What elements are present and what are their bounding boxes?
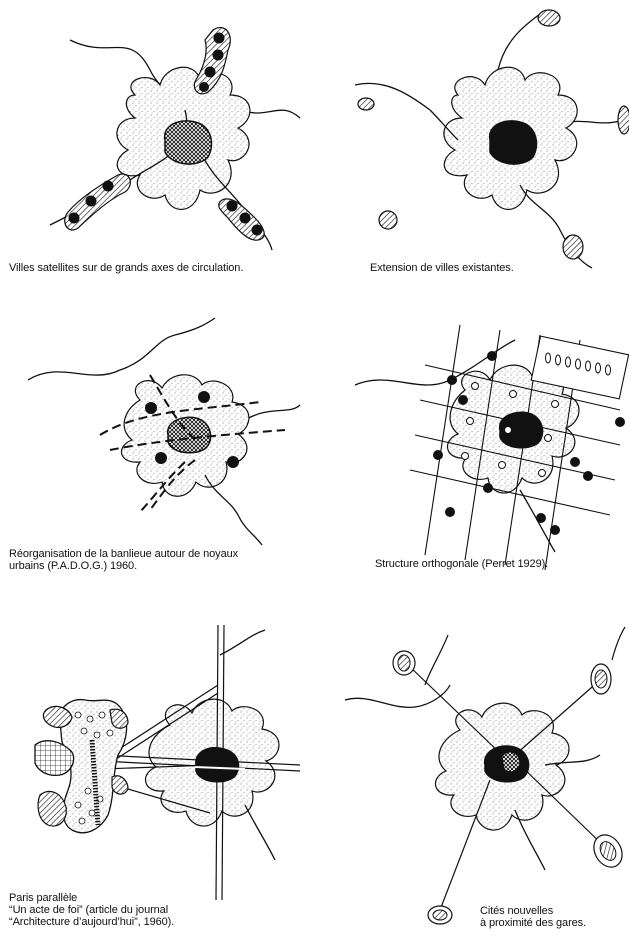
existing-town-icon <box>538 10 560 26</box>
caption-extension: Extension de villes existantes. <box>370 262 514 274</box>
satellite-town-icon <box>252 225 263 236</box>
panel-paris-parallele: Paris parallèle “Un acte de foi” (articl… <box>0 615 330 938</box>
parallel-city-icon <box>38 791 66 826</box>
caption-line: Structure orthogonale (Perret 1929). <box>375 558 548 570</box>
satellite-town-icon <box>214 33 225 44</box>
satellite-town-icon <box>103 181 114 192</box>
nucleus-dot-icon <box>155 452 167 464</box>
cites-nouvelles-diagram <box>330 615 629 938</box>
caption-satellite: Villes satellites sur de grands axes de … <box>9 262 243 274</box>
caption-line: à proximité des gares. <box>480 917 586 929</box>
existing-town-icon <box>379 211 397 229</box>
parallel-city-icon <box>110 709 128 728</box>
panel-padog: Réorganisation de la banlieue autour de … <box>0 290 330 590</box>
satellite-town-icon <box>240 213 251 224</box>
panel-extension: Extension de villes existantes. <box>330 0 629 285</box>
existing-town-icon <box>358 98 374 110</box>
padog-diagram <box>0 290 330 590</box>
road-line-icon <box>28 318 215 380</box>
new-town-icon <box>591 664 611 694</box>
panel-perret: Structure orthogonale (Perret 1929). <box>330 290 629 590</box>
panel-cites-nouvelles: Cités nouvelles à proximité des gares. <box>330 615 629 938</box>
nucleus-dot-icon <box>198 391 210 403</box>
caption-line: Cités nouvelles <box>480 905 586 917</box>
paris-parallele-diagram <box>0 615 330 938</box>
new-town-icon <box>393 651 415 675</box>
new-town-icon <box>428 906 452 924</box>
road-line-icon <box>220 630 265 655</box>
caption-line: urbains (P.A.D.O.G.) 1960. <box>9 560 238 572</box>
extension-diagram <box>330 0 629 285</box>
caption-line: “Un acte de foi” (article du journal <box>9 904 174 916</box>
satellite-town-icon <box>227 201 238 212</box>
satellite-town-icon <box>199 82 209 92</box>
caption-line: Paris parallèle <box>9 892 174 904</box>
caption-line: Réorganisation de la banlieue autour de … <box>9 548 238 560</box>
satellite-town-icon <box>213 50 224 61</box>
existing-town-icon <box>618 106 629 134</box>
caption-line: “Architecture d’aujourd’hui”, 1960). <box>9 916 174 928</box>
perret-diagram <box>330 290 629 590</box>
satellite-town-icon <box>86 196 97 207</box>
existing-town-icon <box>563 235 583 259</box>
road-line-icon <box>345 685 450 707</box>
road-line-icon <box>245 405 300 420</box>
satellite-town-icon <box>69 213 80 224</box>
city-core-icon <box>490 121 537 164</box>
parallel-city-icon <box>112 776 128 794</box>
city-core-icon <box>165 121 212 164</box>
panel-satellite: Villes satellites sur de grands axes de … <box>0 0 330 285</box>
city-core-icon <box>196 748 239 782</box>
caption-line: Villes satellites sur de grands axes de … <box>9 262 243 274</box>
nucleus-dot-icon <box>227 456 239 468</box>
satellite-diagram <box>0 0 330 285</box>
caption-padog: Réorganisation de la banlieue autour de … <box>9 548 238 572</box>
caption-cites-nouvelles: Cités nouvelles à proximité des gares. <box>480 905 586 929</box>
road-line-icon <box>245 805 275 860</box>
caption-perret: Structure orthogonale (Perret 1929). <box>375 558 548 570</box>
caption-line: Extension de villes existantes. <box>370 262 514 274</box>
city-core-icon <box>502 752 520 772</box>
caption-paris-parallele: Paris parallèle “Un acte de foi” (articl… <box>9 892 174 928</box>
nucleus-dot-icon <box>145 402 157 414</box>
satellite-town-icon <box>205 67 216 78</box>
road-line-icon <box>520 185 592 268</box>
